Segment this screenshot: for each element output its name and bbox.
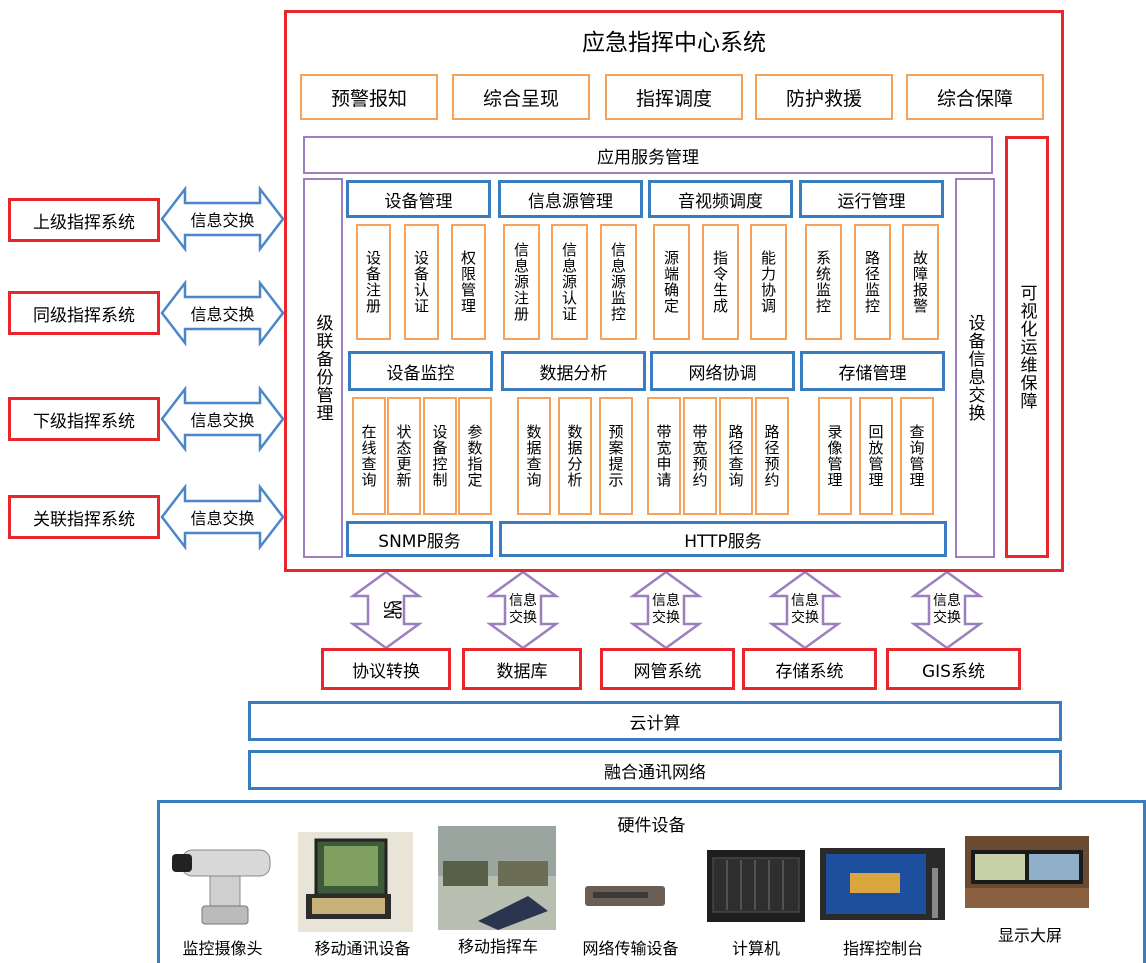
top-module-dispatch: 指挥调度	[605, 74, 743, 120]
arrow-label-storage: 信息交换	[791, 593, 819, 626]
hardware-label-vehicle: 移动指挥车	[457, 937, 538, 956]
exchange-label-related: 信息交换	[190, 509, 255, 528]
item-online-query: 在线查询	[352, 397, 386, 515]
hardware-label-network: 网络传输设备	[582, 939, 679, 958]
arrow-label-gis: 信息交换	[933, 593, 961, 626]
group-storage-mgmt-title: 存储管理	[800, 351, 945, 391]
external-system-related: 关联指挥系统	[8, 495, 160, 539]
visual-ops-bar: 可视化运维保障	[1005, 136, 1049, 558]
external-system-peer: 同级指挥系统	[8, 291, 160, 335]
http-service-bar: HTTP服务	[499, 521, 947, 557]
item-path-query: 路径查询	[719, 397, 753, 515]
exchange-label-lower: 信息交换	[190, 411, 255, 430]
item-command-generate: 指令生成	[702, 224, 739, 340]
item-permission-mgmt: 权限管理	[451, 224, 486, 340]
group-device-monitor-title: 设备监控	[348, 351, 493, 391]
app-service-bar: 应用服务管理	[303, 136, 993, 174]
group-device-mgmt-title: 设备管理	[346, 180, 491, 218]
arrow-label-db: 信息交换	[509, 593, 537, 626]
item-data-analysis: 数据分析	[558, 397, 592, 515]
cloud-layer: 云计算	[248, 701, 1062, 741]
network-layer: 融合通讯网络	[248, 750, 1062, 790]
display-wall-image	[965, 836, 1089, 908]
top-module-rescue: 防护救援	[755, 74, 893, 120]
network-device-image	[585, 886, 665, 906]
group-data-analysis-title: 数据分析	[501, 351, 646, 391]
top-module-warning: 预警报知	[300, 74, 438, 120]
hardware-label-camera: 监控摄像头	[182, 939, 263, 958]
item-query-mgmt: 查询管理	[900, 397, 934, 515]
arrow-label-snmp: SN	[380, 601, 395, 619]
main-system-frame	[284, 10, 1064, 572]
control-console-image	[820, 848, 945, 920]
mobile-comm-image	[298, 832, 413, 932]
item-source-confirm: 源端确定	[653, 224, 690, 340]
item-device-auth: 设备认证	[404, 224, 439, 340]
item-capability-coord: 能力协调	[750, 224, 787, 340]
double-arrow-upper	[160, 185, 285, 253]
computer-image	[707, 850, 805, 922]
item-status-update: 状态更新	[387, 397, 421, 515]
command-vehicle-image	[438, 826, 556, 930]
arrow-label-snmp-2: MP	[387, 600, 403, 620]
arrow-label-nms: 信息交换	[652, 593, 680, 626]
double-arrow-lower	[160, 385, 285, 453]
cascade-backup-bar: 级联备份管理	[303, 178, 343, 558]
group-network-coord-title: 网络协调	[650, 351, 795, 391]
bottom-system-gis: GIS系统	[886, 648, 1021, 690]
device-exchange-bar: 设备信息交换	[955, 178, 995, 558]
item-source-register: 信息源注册	[503, 224, 540, 340]
double-arrow-related	[160, 483, 285, 551]
double-arrow-peer	[160, 279, 285, 347]
main-title: 应急指挥中心系统	[582, 30, 766, 56]
hardware-label-display: 显示大屏	[997, 926, 1062, 945]
item-system-monitor: 系统监控	[805, 224, 842, 340]
item-bandwidth-reserve: 带宽预约	[683, 397, 717, 515]
item-record-mgmt: 录像管理	[818, 397, 852, 515]
camera-image	[172, 849, 271, 925]
bottom-system-nms: 网管系统	[600, 648, 735, 690]
external-system-upper: 上级指挥系统	[8, 198, 160, 242]
hardware-panel	[157, 800, 1146, 963]
group-source-mgmt-title: 信息源管理	[498, 180, 643, 218]
hardware-label-mobile-comm: 移动通讯设备	[314, 939, 411, 958]
item-fault-alarm: 故障报警	[902, 224, 939, 340]
hardware-label-console: 指挥控制台	[842, 939, 923, 958]
item-data-query: 数据查询	[517, 397, 551, 515]
item-device-register: 设备注册	[356, 224, 391, 340]
top-module-support: 综合保障	[906, 74, 1044, 120]
item-param-assign: 参数指定	[458, 397, 492, 515]
exchange-label-upper: 信息交换	[190, 211, 255, 230]
bottom-system-storage: 存储系统	[742, 648, 877, 690]
top-module-presentation: 综合呈现	[452, 74, 590, 120]
hardware-label-computer: 计算机	[731, 939, 780, 958]
bottom-system-protocol: 协议转换	[321, 648, 451, 690]
item-path-reserve: 路径预约	[755, 397, 789, 515]
item-playback-mgmt: 回放管理	[859, 397, 893, 515]
item-source-auth: 信息源认证	[551, 224, 588, 340]
snmp-service-bar: SNMP服务	[346, 521, 493, 557]
group-av-dispatch-title: 音视频调度	[648, 180, 793, 218]
hardware-title: 硬件设备	[617, 815, 686, 836]
item-plan-hint: 预案提示	[599, 397, 633, 515]
group-operation-title: 运行管理	[799, 180, 944, 218]
item-source-monitor: 信息源监控	[600, 224, 637, 340]
exchange-label-peer: 信息交换	[190, 305, 255, 324]
item-device-control: 设备控制	[423, 397, 457, 515]
external-system-lower: 下级指挥系统	[8, 397, 160, 441]
item-path-monitor: 路径监控	[854, 224, 891, 340]
item-bandwidth-apply: 带宽申请	[647, 397, 681, 515]
bottom-system-database: 数据库	[462, 648, 582, 690]
